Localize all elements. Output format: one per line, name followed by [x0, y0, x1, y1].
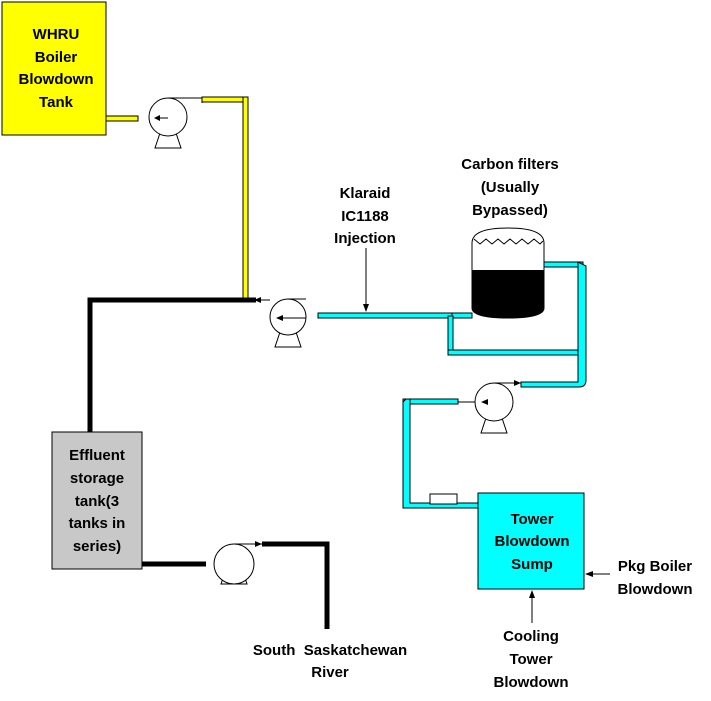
whru-tank-label-1: WHRU [33, 26, 80, 43]
pipe-cyan-bypass-horizontal [447, 349, 579, 356]
effluent-tank-label-4: tanks in [69, 515, 126, 532]
pkg-boiler-label-2: Blowdown [618, 581, 693, 598]
pump-icon [213, 541, 262, 585]
river-label-1: South Saskatchewan [253, 642, 407, 659]
carbon-filters-label-3: Bypassed) [472, 202, 548, 219]
pipe-cyan-pump4-outlet [402, 398, 459, 405]
sump-inlet-box [429, 493, 458, 505]
cooling-tower-label-3: Blowdown [494, 674, 569, 691]
cooling-tower-label-2: Tower [509, 651, 552, 668]
pipe-cyan-main [317, 312, 454, 319]
whru-boiler-blowdown-tank [1, 1, 107, 136]
tower-blowdown-sump [477, 492, 585, 590]
pump-icon [148, 97, 203, 149]
carbon-filters-label-2: (Usually [481, 179, 540, 196]
carbon-filters-label-1: Carbon filters [461, 156, 559, 173]
pump-icon [458, 380, 521, 434]
pipe-yellow-pump1-outlet [201, 96, 248, 103]
arrow-icon [363, 248, 369, 312]
carbon-filter-vessel-icon [471, 227, 545, 319]
sump-label-2: Blowdown [495, 533, 570, 550]
river-label-2: River [311, 664, 349, 681]
effluent-tank-label-3: tank(3 [75, 493, 119, 510]
arrow-icon [585, 571, 610, 577]
pipe-yellow-whru-outlet [105, 115, 139, 122]
pipe-black-to-effluent [87, 297, 256, 432]
whru-tank-label-2: Boiler [35, 49, 78, 66]
klaraid-label-3: Injection [334, 230, 396, 247]
klaraid-label-1: Klaraid [340, 185, 391, 202]
klaraid-label-2: IC1188 [341, 208, 389, 225]
arrow-icon [254, 297, 270, 303]
sump-label-3: Sump [511, 556, 553, 573]
pipe-yellow-riser [242, 96, 249, 303]
whru-tank-label-3: Blowdown [19, 71, 94, 88]
pump-icon [269, 298, 307, 348]
pipe-cyan-sump-feed [402, 398, 479, 509]
pipe-cyan-filter-outlet [542, 261, 584, 268]
pipe-cyan-bypass-down [447, 315, 454, 355]
effluent-tank-label-5: series) [73, 538, 121, 555]
arrow-icon [529, 590, 535, 623]
pkg-boiler-label-1: Pkg Boiler [618, 558, 692, 575]
pipe-cyan-right-riser [520, 261, 587, 388]
pipe-black-to-river [262, 541, 330, 629]
effluent-tank-label-2: storage [70, 470, 124, 487]
sump-label-1: Tower [510, 511, 553, 528]
whru-tank-label-4: Tank [39, 94, 74, 111]
effluent-storage-tank [51, 431, 143, 570]
cooling-tower-label-1: Cooling [503, 628, 559, 645]
effluent-tank-label-1: Effluent [69, 447, 125, 464]
